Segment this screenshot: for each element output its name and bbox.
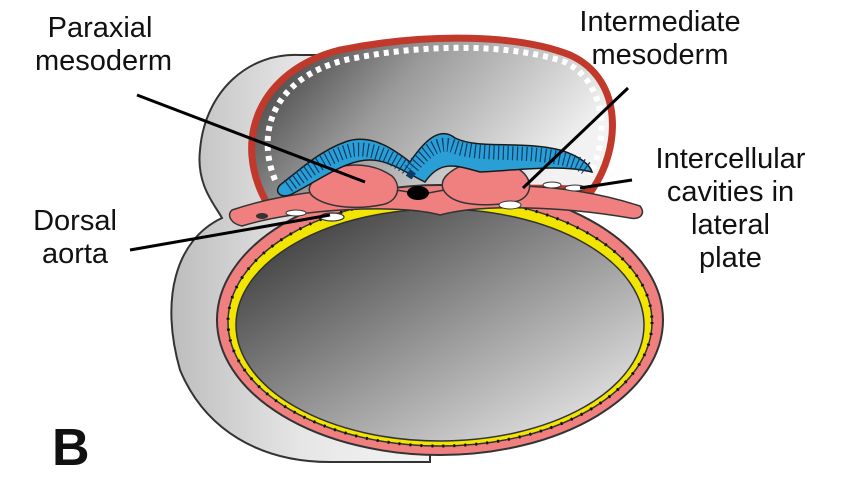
label-dorsal-line1: Dorsal	[20, 205, 130, 238]
label-paraxial-line2: mesoderm	[35, 45, 165, 78]
panel-letter: B	[52, 418, 90, 478]
intercellular-cavity-1	[543, 182, 561, 188]
intercellular-cavity-4	[286, 210, 306, 216]
label-intercellular-line1: Intercellular	[628, 143, 833, 176]
label-dorsal-aorta: Dorsal aorta	[20, 205, 130, 271]
label-intercellular-line4: plate	[628, 242, 833, 275]
yolk-sac-cavity	[236, 209, 644, 441]
intercellular-cavity-3	[499, 201, 521, 209]
label-paraxial-mesoderm: Paraxial mesoderm	[35, 12, 165, 78]
label-intermediate-line2: mesoderm	[560, 39, 760, 72]
notochord	[407, 186, 429, 200]
label-paraxial-line1: Paraxial	[35, 12, 165, 45]
label-intercellular-cavities: Intercellular cavities in lateral plate	[628, 143, 833, 275]
label-dorsal-line2: aorta	[20, 238, 130, 271]
label-intercellular-line2: cavities in	[628, 176, 833, 209]
label-intermediate-mesoderm: Intermediate mesoderm	[560, 6, 760, 72]
label-intercellular-line3: lateral	[628, 209, 833, 242]
dorsal-aorta-right	[256, 213, 268, 219]
label-intermediate-line1: Intermediate	[560, 6, 760, 39]
